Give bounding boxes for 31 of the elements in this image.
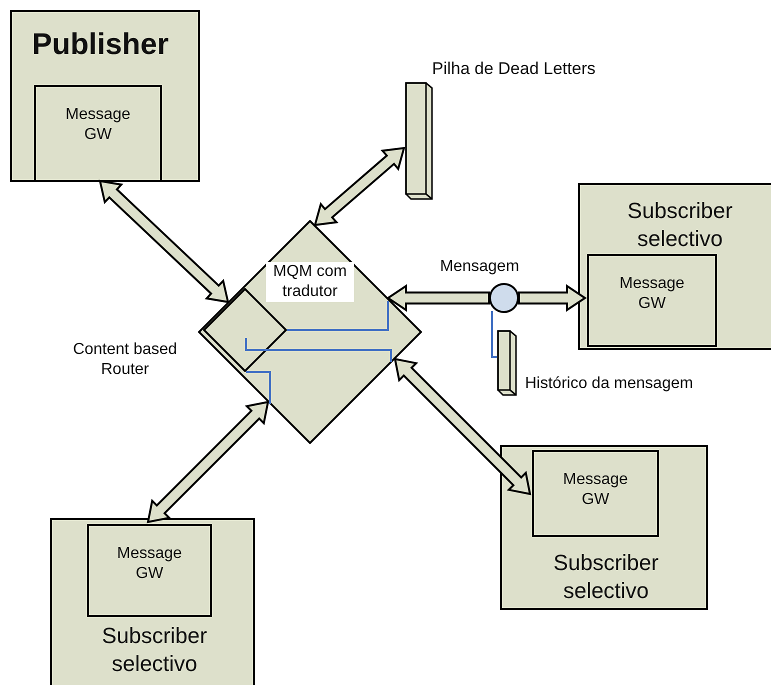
box-label: Subscriber selectivo: [100, 622, 208, 677]
subscriber-box: [50, 518, 255, 685]
gateway-label: Message GW: [562, 470, 629, 510]
stack-label: Histórico da mensagem: [525, 374, 694, 394]
box-label: Subscriber selectivo: [552, 549, 660, 604]
arrow: [518, 284, 587, 312]
double-arrow: [314, 146, 406, 226]
gateway-box: [532, 450, 659, 537]
publisher-box: [10, 10, 200, 182]
subscriber-box: [500, 445, 708, 610]
signal-line: [245, 338, 392, 362]
double-arrow: [394, 358, 532, 496]
gateway-box: [587, 254, 717, 347]
arrow: [386, 284, 490, 312]
router-caption: Content based Router: [72, 340, 178, 380]
gateway-label: Message GW: [64, 105, 132, 145]
gateway-box: [87, 524, 212, 617]
box-label: Subscriber selectivo: [626, 197, 734, 252]
box-title: Publisher: [32, 27, 169, 63]
signal-line: [491, 311, 497, 358]
gateway-box: [34, 85, 162, 182]
gateway-label: Message GW: [618, 274, 686, 314]
double-arrow: [146, 400, 270, 524]
double-arrow: [98, 180, 230, 304]
router-label: MQM com tradutor: [266, 262, 354, 302]
subscriber-box: [578, 183, 771, 350]
message-label: Mensagem: [440, 257, 520, 277]
stack-label: Pilha de Dead Letters: [432, 58, 596, 80]
signal-line: [287, 301, 389, 331]
signal-line: [246, 371, 271, 404]
gateway-label: Message GW: [116, 544, 183, 584]
